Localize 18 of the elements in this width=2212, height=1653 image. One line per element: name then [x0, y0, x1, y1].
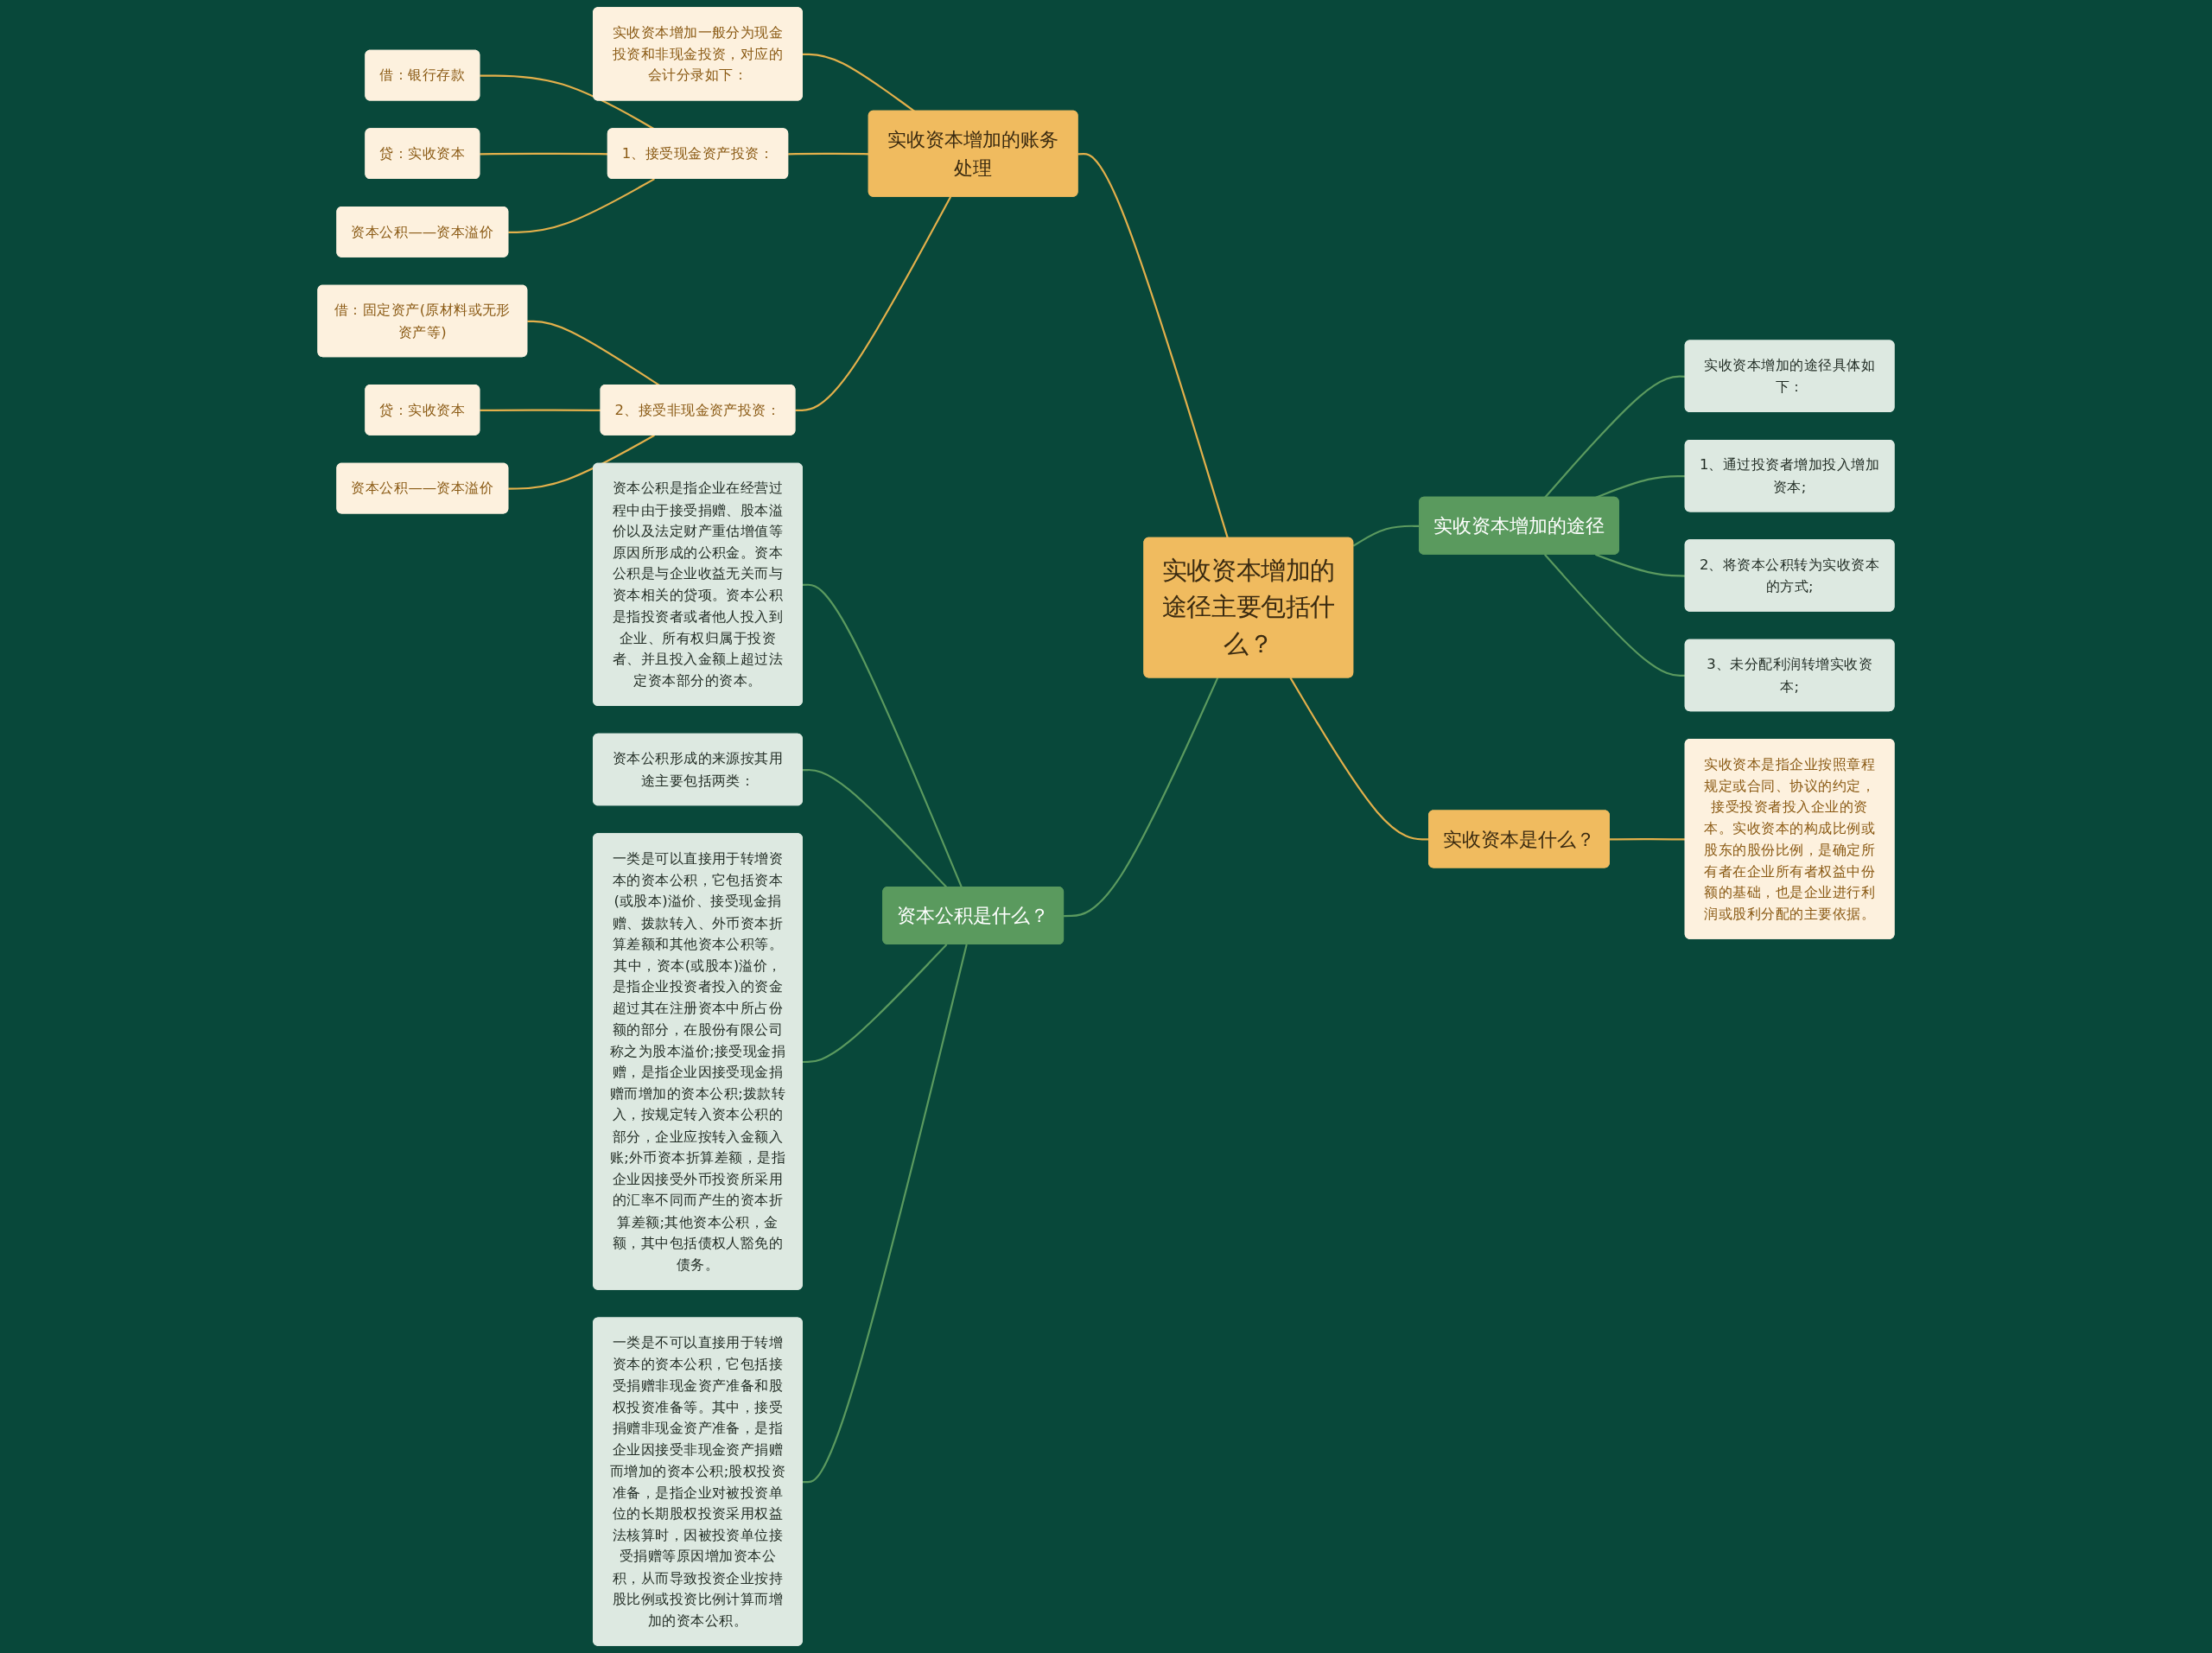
- connector: [1064, 677, 1219, 918]
- connector: [1544, 554, 1686, 677]
- connector: [802, 944, 948, 1064]
- connector: [795, 196, 952, 412]
- connector: [802, 53, 916, 112]
- connector: [480, 152, 608, 156]
- connector: [480, 409, 601, 412]
- connector: [1077, 153, 1229, 539]
- connector: [1595, 553, 1686, 577]
- connector: [508, 178, 655, 234]
- connector: [802, 944, 968, 1484]
- connector: [1595, 474, 1686, 499]
- connector: [1609, 838, 1686, 841]
- connector: [788, 152, 869, 156]
- connector: [802, 768, 948, 888]
- connector: [1544, 375, 1686, 499]
- connector: [802, 583, 963, 888]
- connector: [508, 434, 655, 490]
